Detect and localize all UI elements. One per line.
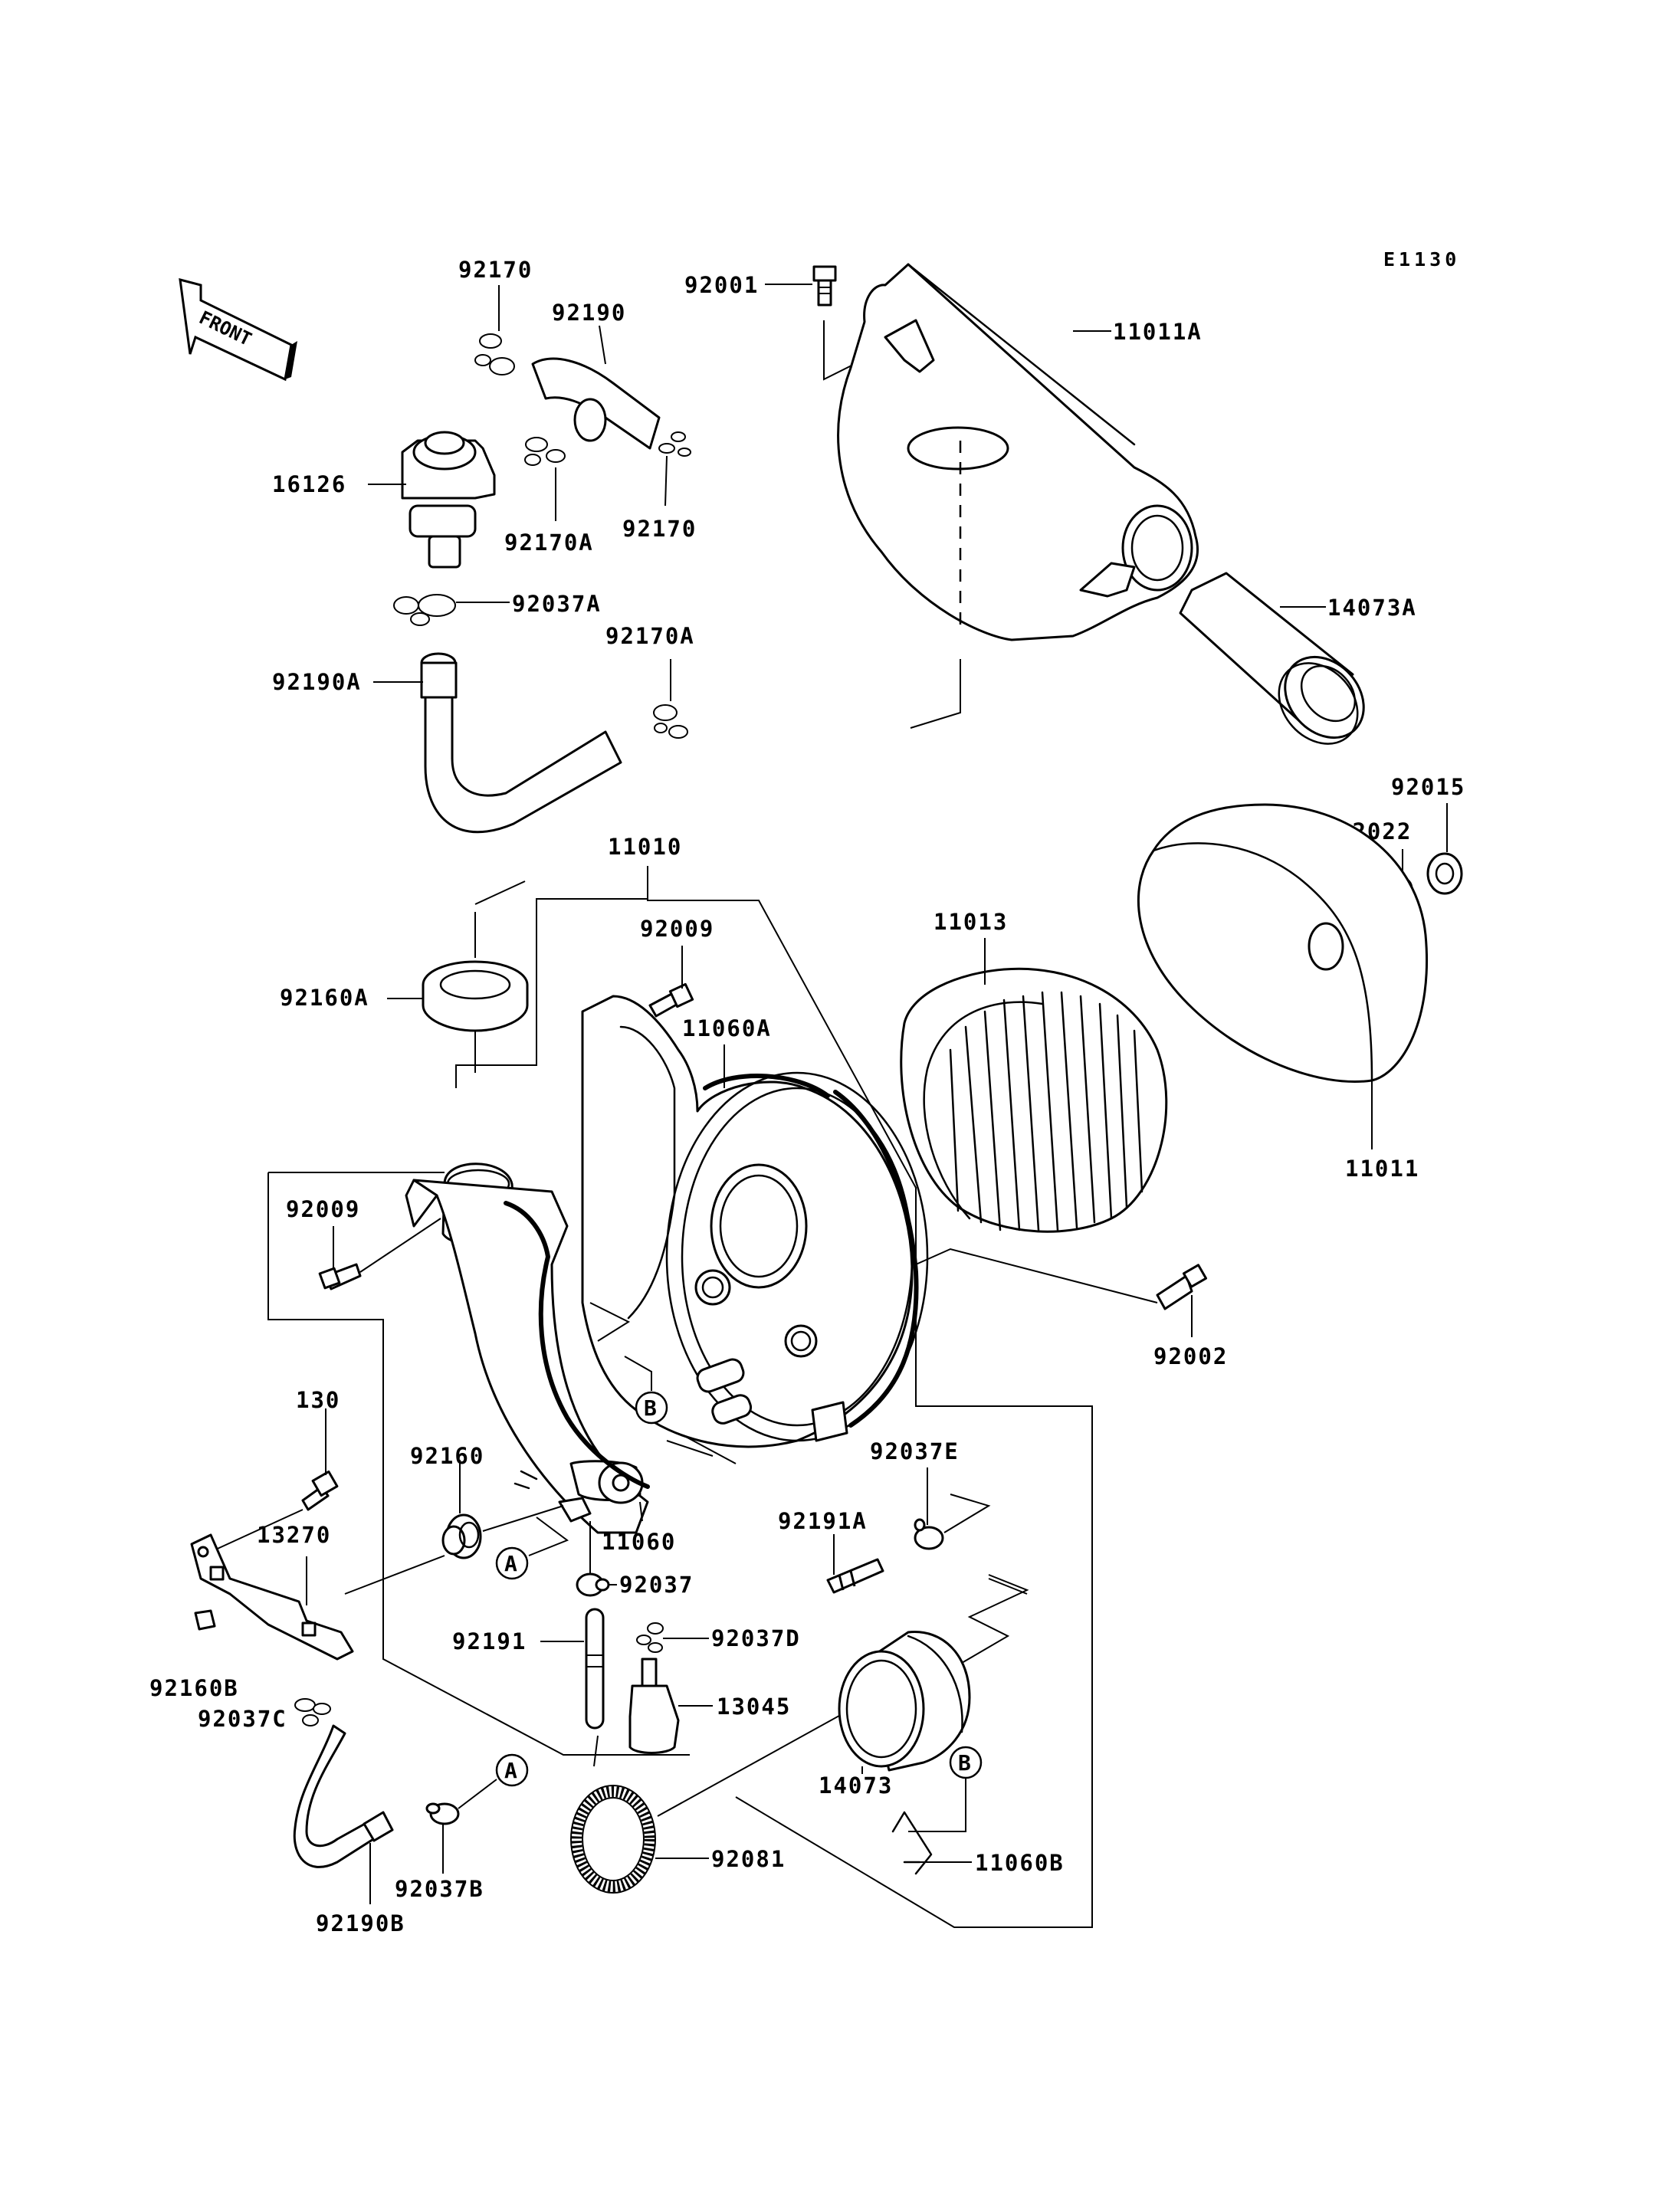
clip-92170-top-icon: [474, 333, 515, 375]
bolt-92001-icon: [812, 265, 837, 307]
front-arrow-icon: FRONT: [179, 277, 297, 382]
cap-13045-icon: [628, 1658, 680, 1754]
cover-11011A-icon: [837, 263, 1199, 641]
bracket-13270-icon: [190, 1533, 354, 1661]
label-92191: 92191: [452, 1628, 527, 1654]
gasket-92160A-icon: [422, 960, 529, 1032]
label-92160: 92160: [410, 1443, 484, 1469]
label-92190A: 92190A: [272, 669, 362, 695]
label-92170A: 92170A: [504, 530, 594, 556]
label-92170-top: 92170: [458, 257, 533, 283]
label-92037C: 92037C: [198, 1706, 287, 1732]
label-11011: 11011: [1345, 1156, 1419, 1182]
label-92160A: 92160A: [280, 985, 369, 1011]
label-92037E: 92037E: [870, 1438, 960, 1464]
ref-mark-a1: A: [495, 1546, 529, 1580]
clip-92170A-b-icon: [653, 704, 688, 739]
duct-14073-icon: [838, 1631, 971, 1772]
label-92037D: 92037D: [711, 1625, 801, 1651]
label-92037: 92037: [619, 1572, 694, 1598]
svg-text:B: B: [644, 1395, 657, 1421]
clip-92037A-icon: [393, 594, 456, 626]
clamp-92037B-icon: [425, 1802, 460, 1825]
valve-16126-icon: [401, 431, 496, 569]
pipe-92191A-icon: [826, 1558, 884, 1594]
bolt-130-icon: [301, 1470, 339, 1511]
nut-92015-icon: [1426, 852, 1463, 895]
clip-92170-mid-icon: [658, 431, 691, 457]
clamp-92037E-icon: [914, 1518, 944, 1550]
label-11011A: 11011A: [1113, 319, 1203, 345]
label-92190B: 92190B: [316, 1910, 405, 1936]
ref-mark-b2: B: [949, 1746, 983, 1779]
label-92037A: 92037A: [512, 591, 602, 617]
label-92037B: 92037B: [395, 1876, 484, 1902]
label-92001: 92001: [684, 272, 759, 298]
pipe-92191-icon: [585, 1608, 605, 1730]
bolt-92009-left-icon: [318, 1263, 362, 1290]
hose-92190A-icon: [420, 652, 622, 834]
label-13045: 13045: [717, 1694, 791, 1720]
filter-11013-icon: [900, 967, 1168, 1233]
seal-11060B-icon: [891, 1811, 933, 1875]
label-92170-mid: 92170: [622, 516, 697, 542]
bolt-92009-top-icon: [648, 982, 694, 1018]
label-11013: 11013: [934, 909, 1008, 935]
ref-mark-a2: A: [495, 1753, 529, 1787]
label-92191A: 92191A: [778, 1508, 868, 1534]
label-16126: 16126: [272, 471, 346, 497]
label-11060A: 11060A: [682, 1015, 772, 1041]
label-92170A-b: 92170A: [605, 623, 695, 649]
svg-text:B: B: [958, 1750, 971, 1776]
ring-92081-icon: [570, 1785, 656, 1894]
clip-92037D-icon: [636, 1622, 664, 1653]
label-11060: 11060: [602, 1529, 676, 1555]
svg-text:A: A: [504, 1551, 517, 1576]
ref-mark-b1: B: [635, 1391, 668, 1425]
label-92015: 92015: [1391, 774, 1465, 800]
label-92160B: 92160B: [149, 1675, 239, 1701]
label-11060B: 11060B: [975, 1850, 1065, 1876]
label-92002: 92002: [1153, 1343, 1228, 1369]
clip-92037C-icon: [294, 1698, 331, 1726]
label-14073A: 14073A: [1327, 595, 1417, 621]
label-92009-top: 92009: [640, 916, 714, 942]
duct-14073A-icon: [1179, 572, 1365, 745]
diagram-code: E1130: [1383, 248, 1460, 271]
bolt-92002-icon: [1156, 1264, 1208, 1310]
label-92081: 92081: [711, 1846, 786, 1872]
label-130: 130: [296, 1387, 340, 1413]
clamp-92037-icon: [576, 1572, 610, 1597]
grommet-92160-icon: [441, 1513, 482, 1559]
label-92190: 92190: [552, 300, 626, 326]
label-14073: 14073: [819, 1772, 893, 1799]
label-13270: 13270: [257, 1522, 331, 1548]
svg-text:A: A: [504, 1758, 517, 1783]
hose-92190B-icon: [293, 1724, 394, 1868]
hose-92190-icon: [531, 357, 661, 450]
label-11010: 11010: [608, 834, 682, 860]
label-92009-left: 92009: [286, 1196, 360, 1222]
damper-92160B-icon: [194, 1609, 216, 1631]
clip-92170A-icon: [524, 437, 566, 466]
cover-11011-icon: [1137, 803, 1429, 1083]
